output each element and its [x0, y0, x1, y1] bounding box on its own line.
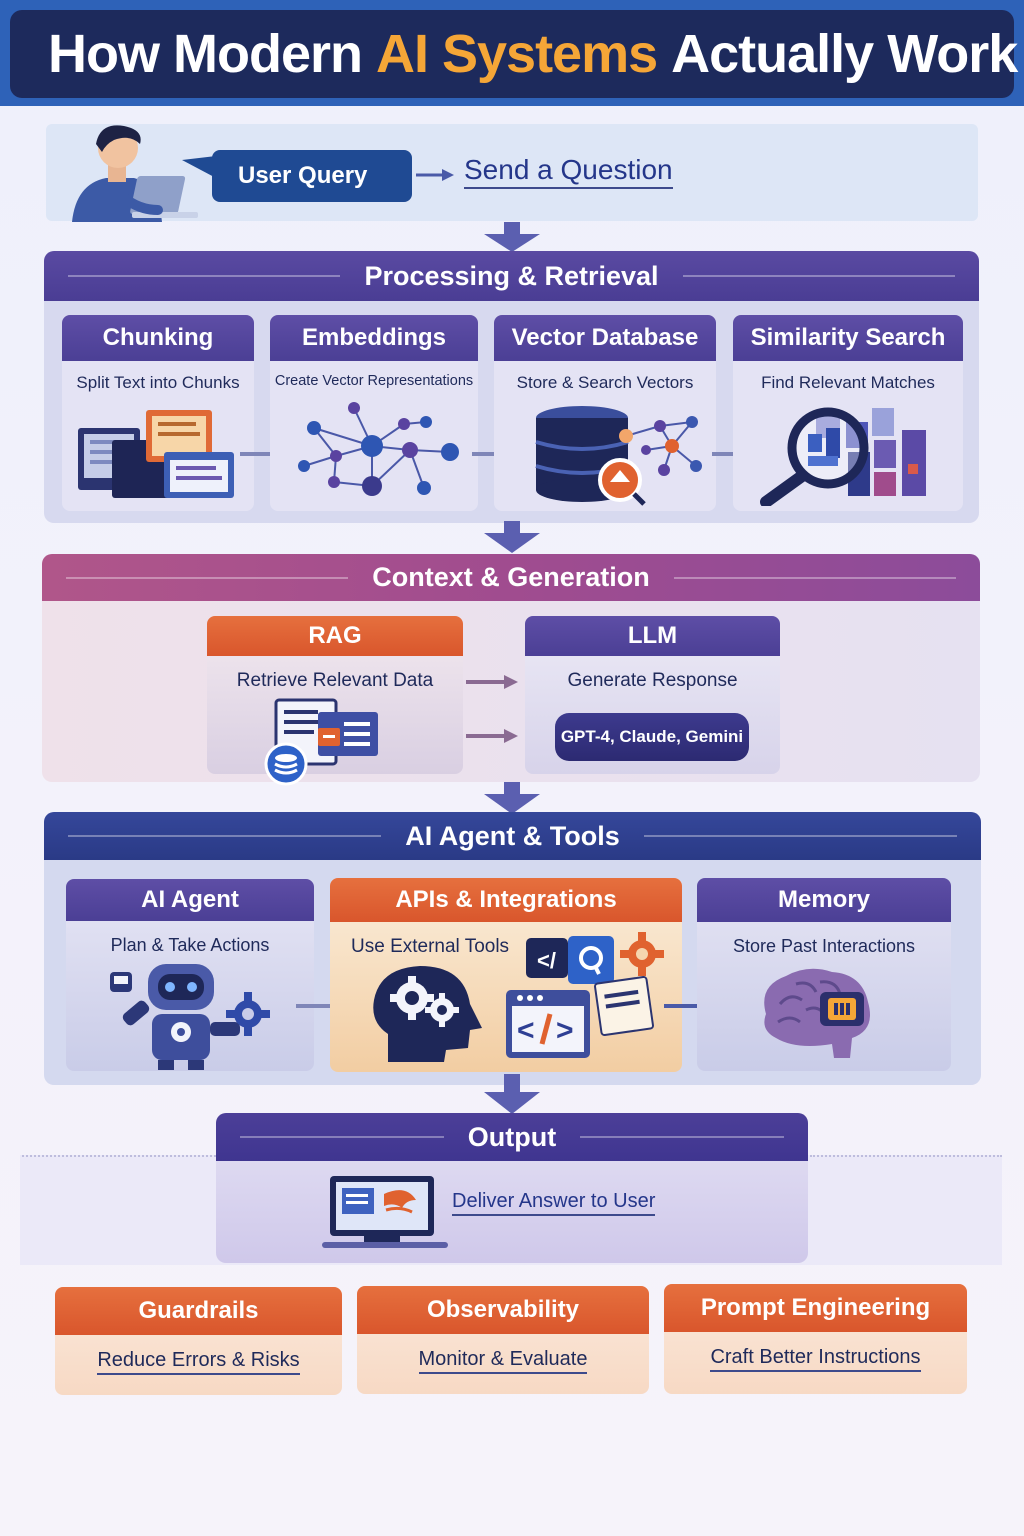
agent-title: AI Agent & Tools [405, 820, 620, 851]
flow-down-arrow-4 [484, 1074, 540, 1114]
context-title: Context & Generation [372, 562, 650, 592]
agent-banner: AI Agent & Tools [44, 812, 981, 860]
flow-down-arrow-1 [484, 222, 540, 252]
guardrails-title: Guardrails [138, 1297, 259, 1324]
flow-arrow-right-4 [466, 675, 518, 689]
flow-down-arrow-2 [484, 521, 540, 553]
context-banner: Context & Generation [42, 554, 980, 601]
code-tools-icon: </ < > [506, 932, 664, 1058]
svg-text:</: </ [537, 948, 556, 973]
brain-memory-icon [764, 968, 870, 1058]
ai-agent-subtitle: Plan & Take Actions [110, 935, 270, 955]
deliver-answer-label: Deliver Answer to User [452, 1190, 656, 1216]
output-banner: Output [216, 1113, 808, 1161]
user-query-label: User Query [238, 162, 368, 189]
llm-title: LLM [627, 622, 678, 649]
speech-pointer [182, 156, 216, 178]
rag-subtitle: Retrieve Relevant Data [236, 670, 434, 691]
send-question-link[interactable]: Send a Question [464, 154, 673, 189]
flow-arrow-right-5 [466, 729, 518, 743]
title-part2: Actually Work [671, 24, 1018, 84]
deliver-answer-link[interactable]: Deliver Answer to User [452, 1190, 656, 1216]
magnifier-search-icon [760, 407, 926, 506]
llm-subtitle: Generate Response [567, 670, 738, 691]
prompt-engineering-subtitle: Craft Better Instructions [710, 1346, 921, 1372]
guardrails-card[interactable]: Guardrails Reduce Errors & Risks [55, 1287, 342, 1395]
similarity-search-title: Similarity Search [750, 324, 946, 351]
retrieve-documents-icon [264, 698, 378, 786]
observability-subtitle: Monitor & Evaluate [418, 1348, 588, 1374]
processing-banner: Processing & Retrieval [44, 251, 979, 301]
chunking-subtitle: Split Text into Chunks [76, 373, 240, 392]
memory-subtitle: Store Past Interactions [732, 936, 916, 956]
user-query-button[interactable]: User Query [212, 150, 412, 202]
rag-card[interactable]: RAG Retrieve Relevant Data [207, 616, 463, 774]
similarity-search-subtitle: Find Relevant Matches [761, 373, 935, 392]
flow-down-arrow-3 [484, 782, 540, 814]
document-chunks-icon [78, 410, 234, 498]
vector-database-subtitle: Store & Search Vectors [516, 373, 694, 392]
guardrails-subtitle: Reduce Errors & Risks [97, 1349, 300, 1375]
observability-title: Observability [426, 1296, 580, 1323]
gear-head-icon [373, 966, 482, 1062]
query-section [46, 124, 978, 221]
llm-models-label: GPT-4, Claude, Gemini [560, 727, 744, 746]
arrow-right-icon [416, 169, 454, 181]
robot-icon [110, 964, 270, 1070]
embeddings-subtitle: Create Vector Representations [274, 373, 474, 389]
llm-models-button[interactable]: GPT-4, Claude, Gemini [555, 713, 749, 761]
database-icon [535, 406, 702, 506]
svg-text:>: > [556, 1014, 574, 1047]
apis-integrations-subtitle: Use External Tools [351, 936, 510, 957]
send-question-label: Send a Question [464, 154, 673, 189]
processing-title: Processing & Retrieval [364, 260, 659, 291]
prompt-engineering-card[interactable]: Prompt Engineering Craft Better Instruct… [664, 1284, 967, 1394]
ai-agent-title: AI Agent [141, 886, 239, 913]
vector-database-title: Vector Database [511, 324, 699, 351]
user-at-laptop-icon [72, 125, 198, 222]
neural-network-icon [298, 402, 459, 496]
chunking-title: Chunking [102, 324, 214, 351]
apis-integrations-title: APIs & Integrations [395, 886, 617, 913]
svg-text:<: < [517, 1014, 535, 1047]
observability-card[interactable]: Observability Monitor & Evaluate [357, 1286, 649, 1394]
rag-title: RAG [308, 622, 362, 649]
title-part1: How Modern [48, 24, 363, 84]
title-highlight: AI Systems [375, 24, 658, 84]
output-title: Output [467, 1121, 557, 1152]
monitor-chat-icon [322, 1176, 448, 1248]
page-title: How Modern AI Systems Actually Work [10, 10, 1018, 98]
prompt-engineering-title: Prompt Engineering [700, 1294, 931, 1321]
memory-title: Memory [777, 886, 871, 913]
embeddings-title: Embeddings [301, 324, 446, 351]
